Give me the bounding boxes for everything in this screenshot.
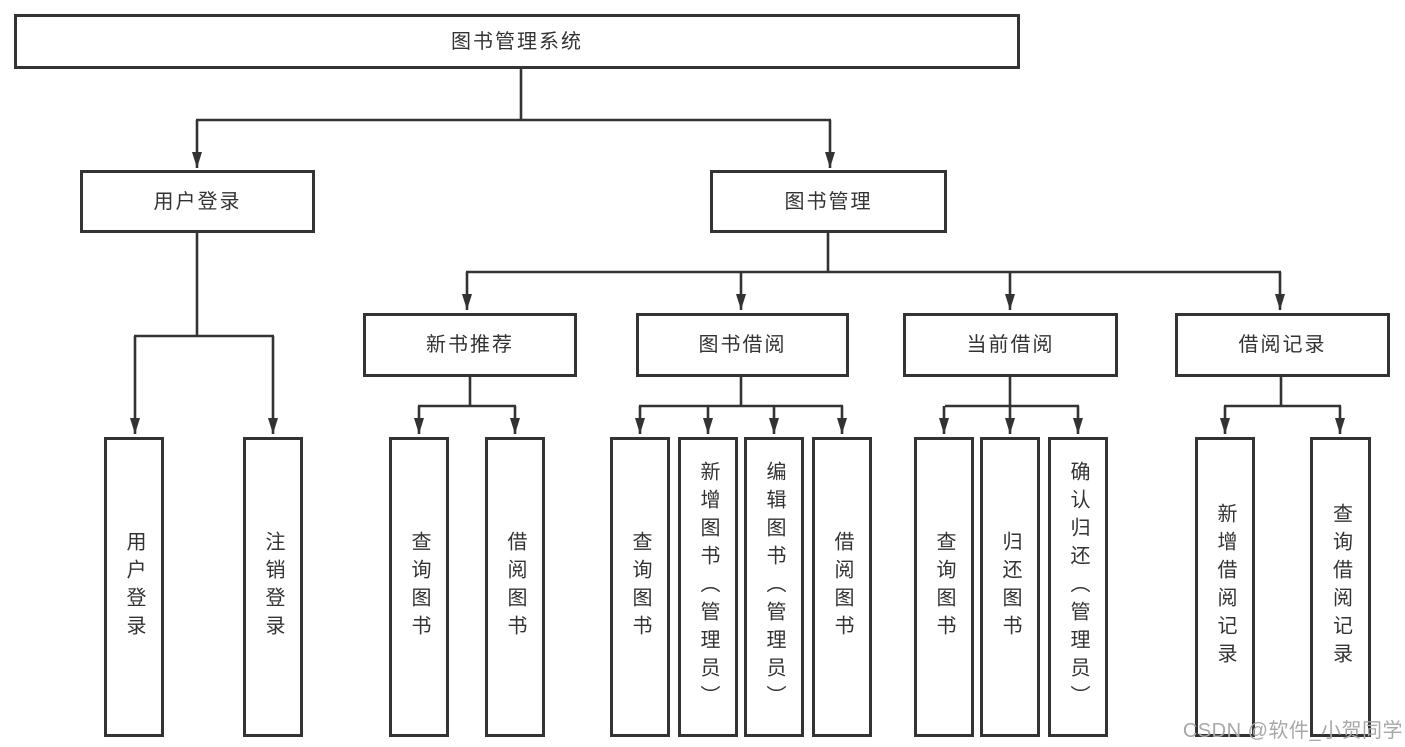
leaf-user-login: 用户登录	[104, 437, 164, 737]
leaf-label: 查询图书	[408, 531, 430, 643]
leaf-label: 查询图书	[629, 531, 651, 643]
watermark: CSDN @软件_小贺同学	[1182, 720, 1403, 742]
leaf-query-books-borrowing: 查询图书	[610, 437, 670, 737]
leaf-label: 查询借阅记录	[1329, 503, 1352, 671]
leaf-label: 确认归还（管理员）	[1067, 461, 1089, 713]
leaf-confirm-return-admin: 确认归还（管理员）	[1048, 437, 1108, 737]
leaf-return-books: 归还图书	[980, 437, 1040, 737]
node-current-borrowing: 当前借阅	[903, 313, 1118, 377]
node-borrowing-records: 借阅记录	[1175, 313, 1390, 377]
leaf-label: 查询图书	[933, 531, 955, 643]
leaf-edit-books-admin: 编辑图书（管理员）	[744, 437, 804, 737]
leaf-logout-login: 注销登录	[243, 437, 303, 737]
node-book-management: 图书管理	[710, 170, 947, 233]
leaf-label: 借阅图书	[831, 531, 853, 643]
node-label: 新书推荐	[426, 334, 514, 356]
node-label: 图书借阅	[698, 334, 787, 356]
leaf-query-books-current: 查询图书	[914, 437, 974, 737]
leaf-borrow-books-recommend: 借阅图书	[485, 437, 545, 737]
node-label: 图书管理	[784, 190, 873, 213]
node-label: 当前借阅	[966, 334, 1055, 356]
node-label: 用户登录	[153, 190, 242, 213]
node-library-management-system: 图书管理系统	[14, 14, 1020, 69]
node-label: 图书管理系统	[451, 30, 583, 53]
leaf-label: 用户登录	[123, 531, 145, 643]
leaf-label: 编辑图书（管理员）	[763, 461, 785, 713]
leaf-label: 新增借阅记录	[1214, 503, 1236, 671]
node-new-book-recommendation: 新书推荐	[363, 313, 577, 377]
leaf-label: 新增图书（管理员）	[697, 461, 719, 713]
leaf-query-borrow-record: 查询借阅记录	[1310, 437, 1371, 737]
leaf-label: 借阅图书	[504, 531, 526, 643]
leaf-add-books-admin: 新增图书（管理员）	[678, 437, 738, 737]
leaf-label: 归还图书	[999, 531, 1021, 643]
leaf-borrow-books-borrowing: 借阅图书	[812, 437, 872, 737]
leaf-label: 注销登录	[262, 531, 284, 643]
node-user-login: 用户登录	[80, 170, 315, 233]
node-book-borrowing: 图书借阅	[636, 313, 849, 377]
node-label: 借阅记录	[1238, 334, 1327, 356]
leaf-add-borrow-record: 新增借阅记录	[1195, 437, 1255, 737]
leaf-query-books-recommend: 查询图书	[389, 437, 449, 737]
